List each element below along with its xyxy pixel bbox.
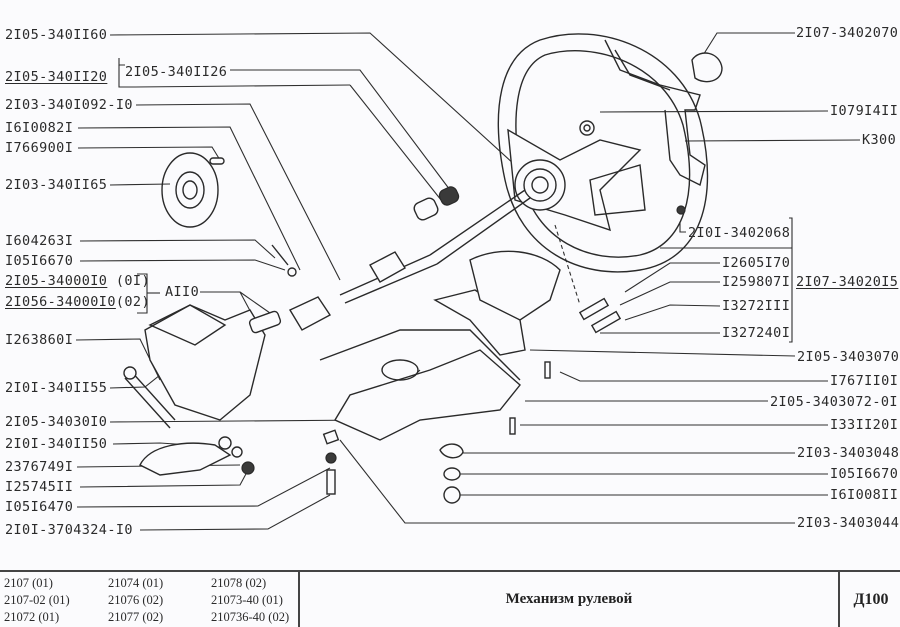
part-label[interactable]: 2I03-3403048 [797, 445, 900, 461]
part-label[interactable]: 2I05-340II26 [125, 64, 228, 80]
parts-diagram: 2I05-340II60 2I05-340II20 2I05-340II26 2… [5, 25, 900, 538]
model-cell: 2107 (01) [4, 576, 53, 590]
assembly-label[interactable]: 2I056-34000I0(02) [5, 294, 150, 310]
model-cell: 21074 (01) [108, 576, 164, 590]
part-label[interactable]: I079I4II [830, 103, 899, 119]
assembly-label[interactable]: 2I07-34020I5 [796, 274, 899, 290]
horn-contact-plate [604, 39, 723, 215]
part-label[interactable]: 2I07-3402070 [796, 25, 899, 41]
part-label[interactable]: 2I0I-340II50 [5, 436, 108, 452]
model-cell: 210736-40 (02) [211, 610, 290, 624]
part-label[interactable]: 2I05-34030I0 [5, 414, 108, 430]
part-label[interactable]: I25745II [5, 479, 74, 495]
part-label[interactable]: I6I0082I [5, 120, 74, 136]
part-label[interactable]: I05I6670 [5, 253, 74, 269]
model-variant: (0I) [107, 273, 150, 289]
steering-gear-box [123, 244, 297, 476]
model-cell: 21078 (02) [211, 576, 267, 590]
part-label[interactable]: 2376749I [5, 459, 74, 475]
assembly-label[interactable]: 2I05-340II20 [5, 69, 108, 85]
part-label[interactable]: 2I03-340I092-I0 [5, 97, 133, 113]
part-label[interactable]: K300 [862, 132, 897, 148]
part-label[interactable]: I05I6470 [5, 499, 74, 515]
part-label[interactable]: I33II20I [830, 417, 899, 433]
part-label[interactable]: I604263I [5, 233, 74, 249]
page-code: Д100 [838, 572, 900, 627]
diagram-title: Механизм рулевой [505, 591, 633, 607]
part-label[interactable]: I259807I [722, 274, 791, 290]
part-label[interactable]: 2I03-3403044 [797, 515, 900, 531]
exploded-view-drawing [75, 32, 861, 531]
part-label[interactable]: 2I03-340II65 [5, 177, 108, 193]
assembly-number: 2I056-34000I0 [5, 294, 116, 310]
model-cell: 21076 (02) [108, 593, 164, 607]
steering-wheel [497, 33, 709, 273]
part-label[interactable]: I2605I70 [722, 255, 791, 271]
title-block: 2107 (01) 2107-02 (01) 21072 (01) 21074 … [0, 570, 900, 627]
model-column: 2107 (01) 2107-02 (01) 21072 (01) [4, 575, 70, 626]
part-label[interactable]: I05I6670 [830, 466, 899, 482]
part-label[interactable]: I3272III [722, 298, 791, 314]
model-cell: 2107-02 (01) [4, 593, 70, 607]
model-cell: 21073-40 (01) [211, 593, 283, 607]
model-cell: 21077 (02) [108, 610, 164, 624]
part-label[interactable]: 2I05-340II60 [5, 27, 108, 43]
model-column: 21074 (01) 21076 (02) 21077 (02) [108, 575, 163, 626]
column-bracket [319, 224, 622, 504]
part-label[interactable]: I766900I [5, 140, 74, 156]
part-label[interactable]: I6I008II [830, 487, 899, 503]
model-variant: (02) [115, 294, 150, 310]
model-column: 21078 (02) 21073-40 (01) 210736-40 (02) [211, 575, 289, 626]
part-label[interactable]: I327240I [722, 325, 791, 341]
part-label[interactable]: 2I05-3403072-0I [770, 394, 898, 410]
part-label[interactable]: 2I0I-3402068 [688, 225, 791, 241]
part-label[interactable]: I767II0I [830, 373, 899, 389]
part-label[interactable]: 2I05-3403070 [797, 349, 900, 365]
model-applicability-table: 2107 (01) 2107-02 (01) 21072 (01) 21074 … [0, 572, 300, 627]
steering-shaft [288, 186, 531, 331]
assembly-number: 2I05-34000I0 [5, 273, 108, 289]
part-label[interactable]: I263860I [5, 332, 74, 348]
assembly-label[interactable]: 2I05-34000I0 (0I) [5, 273, 150, 289]
part-label[interactable]: AII0 [165, 284, 200, 300]
part-label[interactable]: 2I0I-340II55 [5, 380, 108, 396]
bearing-flange [161, 152, 225, 228]
model-cell: 21072 (01) [4, 610, 60, 624]
part-label[interactable]: 2I0I-3704324-I0 [5, 522, 133, 538]
